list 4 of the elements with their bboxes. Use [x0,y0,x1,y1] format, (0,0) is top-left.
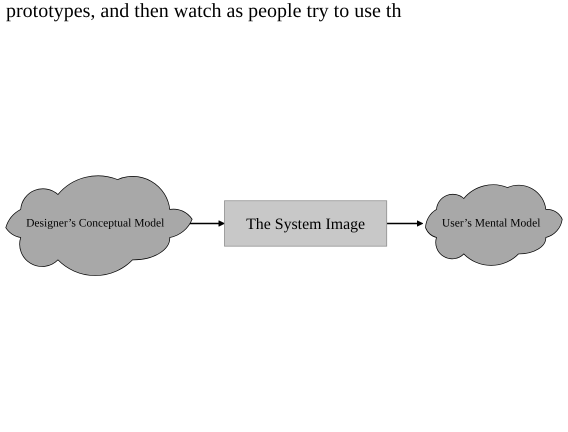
arrow [188,220,225,227]
arrow [386,220,424,227]
node-box: The System Image [224,200,388,247]
text-line: prototypes, and then watch as people try to use th [6,0,402,22]
